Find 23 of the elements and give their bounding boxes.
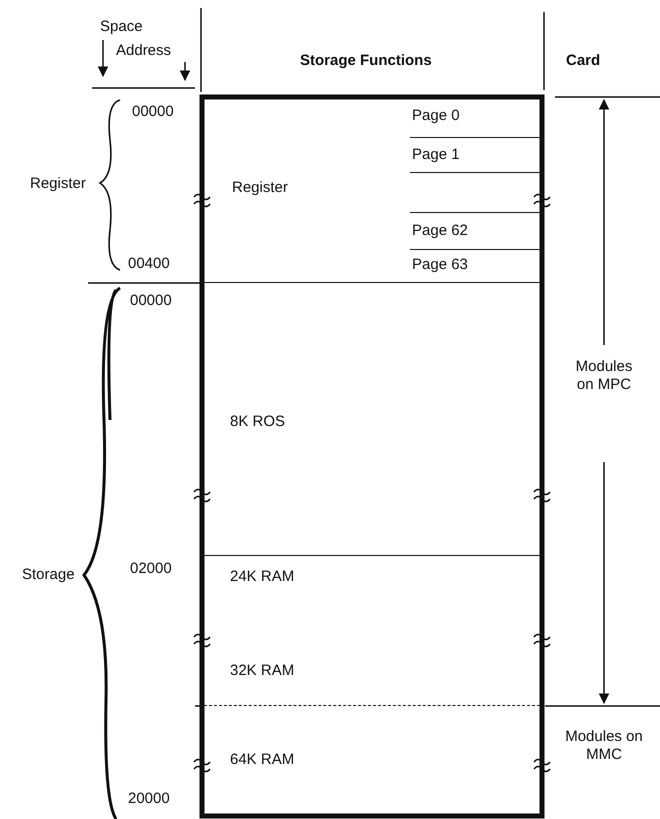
page-row: [410, 212, 540, 250]
page-label: Page 1: [412, 146, 460, 164]
card-label: Modules on MMC: [564, 728, 644, 764]
column-heading: Storage Functions: [300, 52, 432, 70]
region-label: 24K RAM: [230, 568, 294, 586]
range-label: Storage: [22, 566, 75, 584]
page-label: Page 63: [412, 256, 468, 274]
region-label: 8K ROS: [230, 413, 286, 431]
page-label: Page 0: [412, 107, 460, 125]
address-label: 02000: [130, 560, 172, 578]
page-label: Page 62: [412, 222, 468, 240]
address-label: 20000: [128, 790, 170, 808]
column-heading: Space: [100, 18, 143, 36]
region-label: 32K RAM: [230, 662, 294, 680]
region-label: Register: [232, 179, 288, 197]
address-label: 00000: [130, 292, 172, 310]
range-label: Register: [30, 175, 86, 193]
column-heading: Address: [116, 42, 172, 60]
address-label: 00400: [128, 255, 170, 273]
column-heading: Card: [566, 52, 600, 70]
region-label: 64K RAM: [230, 751, 294, 769]
card-label: Modules on MPC: [574, 358, 634, 394]
address-label: 00000: [132, 103, 174, 121]
